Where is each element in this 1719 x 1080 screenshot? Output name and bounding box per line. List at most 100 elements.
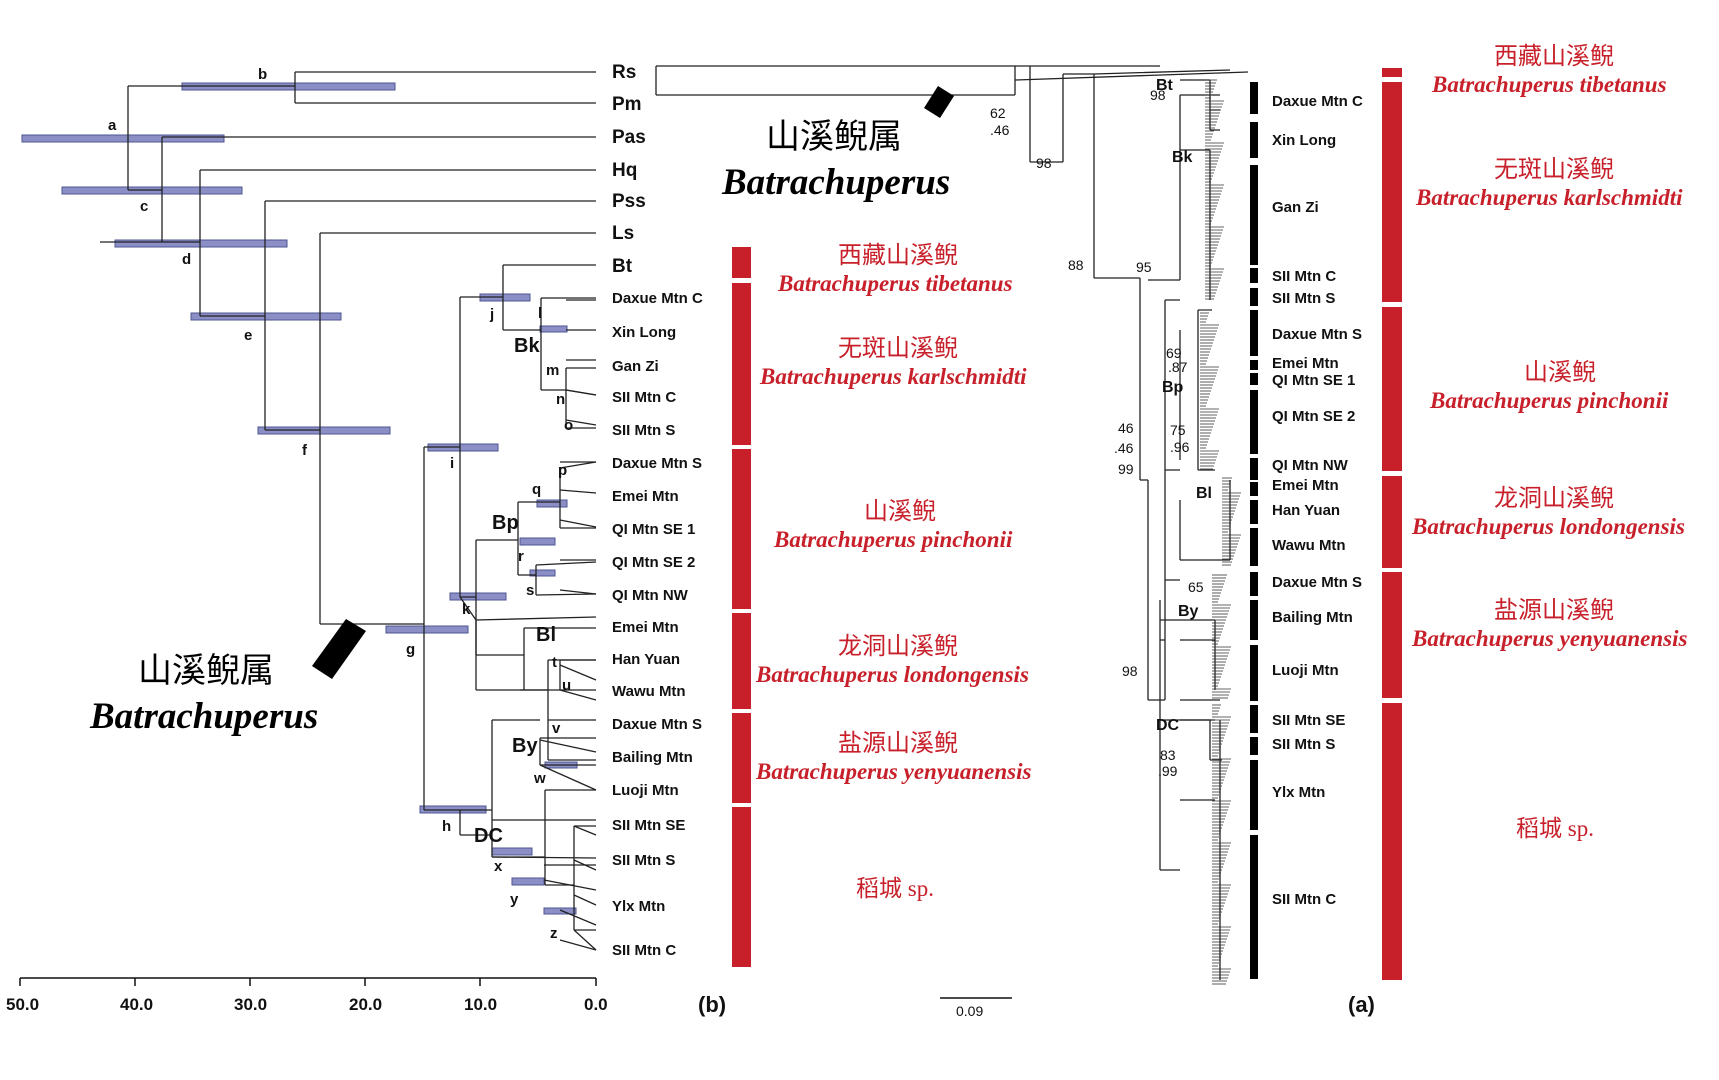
species-zh: 盐源山溪鲵 <box>838 729 958 757</box>
tip-label: SII Mtn S <box>612 852 675 869</box>
node-label: p <box>558 462 567 479</box>
node-label: w <box>533 770 546 787</box>
node-labels: a b c d e f g h i j k l m n o p q r s t … <box>108 66 573 942</box>
genus-marker-right: 山溪鲵属 Batrachuperus <box>721 86 954 203</box>
hpd-bar <box>529 569 556 577</box>
tip-label: QI Mtn SE 1 <box>1272 372 1355 389</box>
clade-bar <box>1250 310 1258 356</box>
hpd-bar <box>539 325 568 333</box>
node-label: l <box>538 305 542 322</box>
hpd-bar <box>511 877 545 886</box>
species-bar <box>732 807 751 967</box>
support-value: 88 <box>1068 257 1084 273</box>
tip-label: SII Mtn SE <box>1272 712 1345 729</box>
node-label: u <box>562 677 571 694</box>
species-latin: Batrachuperus karlschmidti <box>1415 185 1683 210</box>
outgroup-tips: Rs Pm Pas Hq Pss Ls <box>612 62 646 244</box>
species-latin: Batrachuperus tibetanus <box>1431 72 1667 97</box>
species-latin: Batrachuperus londongensis <box>755 662 1029 687</box>
tip-label: Han Yuan <box>1272 502 1340 519</box>
species-zh: 无斑山溪鲵 <box>1494 155 1614 183</box>
axis-tick-label: 10.0 <box>464 995 497 1014</box>
species-bar <box>732 283 751 445</box>
node-label: j <box>489 306 494 323</box>
tip-label: Ylx Mtn <box>1272 784 1325 801</box>
clade-label: DC <box>474 825 503 847</box>
species-names-middle: 西藏山溪鲵 Batrachuperus tibetanus 无斑山溪鲵 Batr… <box>755 241 1031 901</box>
node-label: s <box>526 582 534 599</box>
axis-tick-label: 40.0 <box>120 995 153 1014</box>
tip-label: Emei Mtn <box>1272 355 1339 372</box>
node-label: a <box>108 117 117 134</box>
clade-bar <box>1250 760 1258 830</box>
node-label: z <box>550 925 558 942</box>
clade-bar <box>1250 528 1258 566</box>
tip-label: Pm <box>612 94 642 115</box>
genus-zh: 山溪鲵属 <box>766 117 902 157</box>
tip-label: Ylx Mtn <box>612 898 665 915</box>
tip-label: Bt <box>612 256 633 277</box>
axis-tick-label: 50.0 <box>6 995 39 1014</box>
genus-diamond-icon <box>312 619 366 679</box>
species-latin: Batrachuperus pinchonii <box>1429 388 1669 413</box>
support-value: .96 <box>1170 439 1190 455</box>
axis-tick-label: 0.0 <box>584 995 608 1014</box>
species-zh: 稻城 sp. <box>856 876 934 901</box>
tip-label: Daxue Mtn C <box>1272 93 1363 110</box>
node-label: o <box>564 417 573 434</box>
species-zh: 西藏山溪鲵 <box>838 241 958 269</box>
clade-bar <box>1250 482 1258 496</box>
clade-bar <box>1250 572 1258 596</box>
support-value: 98 <box>1150 87 1166 103</box>
tip-label: QI Mtn SE 2 <box>1272 408 1355 425</box>
support-value: .46 <box>1114 440 1134 456</box>
tip-label: Daxue Mtn C <box>612 290 703 307</box>
axis-tick-label: 30.0 <box>234 995 267 1014</box>
tip-label: Hq <box>612 160 637 181</box>
genus-latin: Batrachuperus <box>721 162 950 203</box>
tip-label: QI Mtn SE 2 <box>612 554 695 571</box>
species-zh: 山溪鲵 <box>864 497 936 525</box>
tip-label: Luoji Mtn <box>1272 662 1339 679</box>
tip-label: SII Mtn C <box>1272 891 1336 908</box>
genus-latin: Batrachuperus <box>89 696 318 737</box>
support-value: 98 <box>1036 155 1052 171</box>
tip-label: Bailing Mtn <box>1272 609 1353 626</box>
ml-tree <box>655 65 1249 980</box>
tip-label: Daxue Mtn S <box>612 455 702 472</box>
species-zh: 山溪鲵 <box>1524 358 1596 386</box>
clade-label: Bp <box>1162 379 1184 396</box>
axis-tick-label: 20.0 <box>349 995 382 1014</box>
tip-label: Bailing Mtn <box>612 749 693 766</box>
node-label: c <box>140 198 148 215</box>
tip-label: Han Yuan <box>612 651 680 668</box>
support-value: .87 <box>1168 359 1188 375</box>
species-bar <box>1382 476 1402 568</box>
tip-label: Emei Mtn <box>612 488 679 505</box>
tip-label: Daxue Mtn S <box>1272 326 1362 343</box>
clade-label: By <box>512 735 538 757</box>
support-value: 65 <box>1188 579 1204 595</box>
species-zh: 盐源山溪鲵 <box>1494 596 1614 624</box>
tip-label: SII Mtn C <box>612 942 676 959</box>
clade-bar <box>1250 645 1258 701</box>
hpd-bar <box>21 134 225 143</box>
node-label: y <box>510 891 519 908</box>
clade-bar <box>1250 390 1258 454</box>
species-bar <box>732 247 751 278</box>
tip-label: Gan Zi <box>1272 199 1319 216</box>
support-value: 69 <box>1166 345 1182 361</box>
node-label: i <box>450 455 454 472</box>
hpd-bar <box>190 312 342 321</box>
clade-label: Bp <box>492 512 519 534</box>
species-zh: 无斑山溪鲵 <box>838 334 958 362</box>
tip-label: Daxue Mtn S <box>612 716 702 733</box>
species-zh: 西藏山溪鲵 <box>1494 42 1614 70</box>
genus-diamond-icon <box>924 86 954 118</box>
time-tree <box>21 71 597 951</box>
species-zh: 龙洞山溪鲵 <box>1494 484 1614 512</box>
clade-bar <box>1250 705 1258 733</box>
hpd-bar <box>519 537 556 546</box>
species-bar <box>732 713 751 803</box>
node-label: d <box>182 251 191 268</box>
